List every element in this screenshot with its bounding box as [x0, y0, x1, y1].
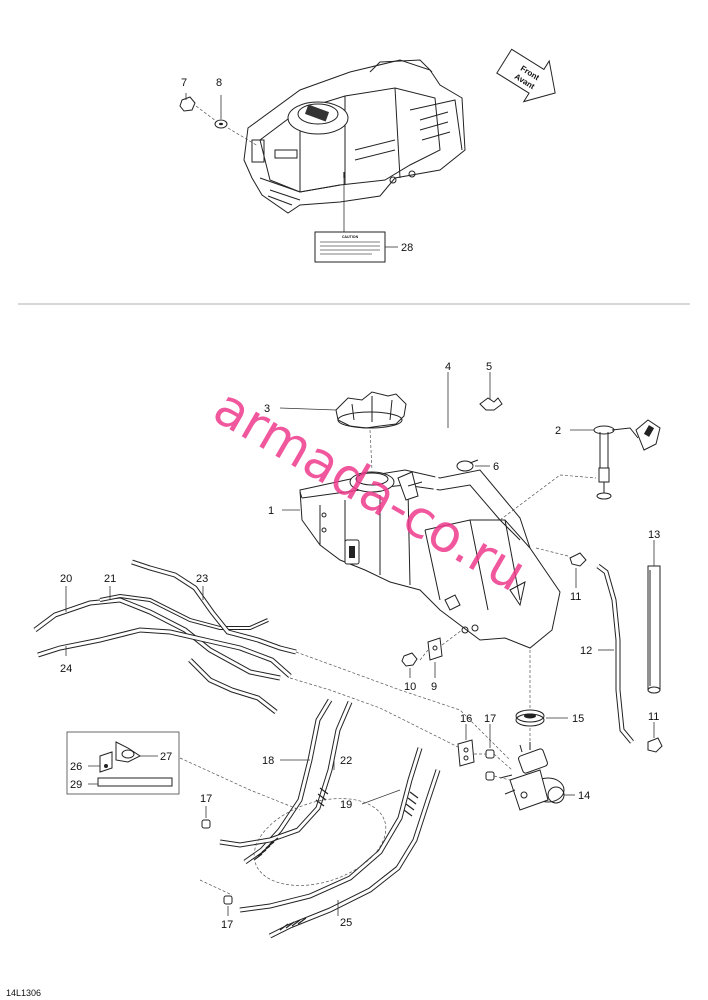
caution-heading: CAUTION — [342, 235, 359, 239]
callout-28: 28 — [401, 242, 413, 254]
elbow-fitting-lower-part — [647, 722, 663, 753]
callout-5: 5 — [486, 361, 492, 373]
fuel-tank-part — [299, 469, 561, 649]
callout-8: 8 — [216, 77, 222, 89]
nut-part — [401, 652, 418, 678]
callout-16: 16 — [460, 713, 472, 725]
fuel-level-sensor-part — [593, 419, 661, 500]
grommet-part — [485, 724, 495, 781]
diagram-code: 14L1306 — [6, 988, 41, 998]
fuel-cap-part — [335, 391, 407, 429]
vent-hose-part — [433, 372, 481, 491]
callout-18: 18 — [262, 755, 274, 767]
callout-25: 25 — [340, 917, 352, 929]
fuel-pump-part — [499, 742, 565, 811]
callout-12: 12 — [580, 645, 592, 657]
callout-4: 4 — [445, 361, 451, 373]
fuel-line-part — [596, 564, 634, 744]
callout-11-upper: 11 — [570, 591, 581, 603]
callout-17-c: 17 — [221, 919, 233, 931]
callout-22: 22 — [340, 755, 352, 767]
callout-14: 14 — [578, 790, 590, 802]
rubber-damper-part — [515, 709, 545, 727]
callout-10: 10 — [404, 681, 416, 693]
callout-17-b: 17 — [200, 793, 212, 805]
front-direction-arrow: Front Avant — [496, 48, 556, 103]
fuel-hose-set-upper — [33, 559, 297, 714]
callout-6: 6 — [493, 461, 499, 473]
callout-24: 24 — [60, 663, 72, 675]
vent-fitting-part — [479, 372, 503, 411]
pump-bracket-part — [457, 724, 475, 767]
callout-17-a: 17 — [484, 713, 496, 725]
detail-box — [66, 731, 180, 795]
callout-29: 29 — [70, 779, 82, 791]
caution-label-part: CAUTION — [314, 178, 398, 263]
grommet-left-part — [201, 806, 211, 829]
callout-9: 9 — [431, 681, 437, 693]
fuel-hose-set-lower — [219, 698, 441, 939]
callout-21: 21 — [104, 573, 116, 585]
callout-13: 13 — [648, 529, 660, 541]
bolt-part — [179, 93, 196, 112]
hose-clamp-part — [456, 459, 479, 472]
callout-15: 15 — [572, 713, 584, 725]
callout-27: 27 — [160, 751, 172, 763]
callout-2: 2 — [555, 425, 561, 437]
elbow-fitting-part — [569, 552, 587, 588]
callout-23: 23 — [196, 573, 208, 585]
callout-20: 20 — [60, 573, 72, 585]
callout-11-lower: 11 — [648, 711, 659, 723]
callout-1: 1 — [268, 505, 274, 517]
callout-7-top: 7 — [181, 77, 187, 89]
callout-3: 3 — [264, 403, 270, 415]
tank-assembly-overview — [243, 59, 466, 214]
washer-part — [214, 95, 228, 129]
callout-19: 19 — [340, 799, 352, 811]
grommet-bottom-part — [223, 895, 233, 916]
mounting-clip-part — [427, 637, 443, 678]
callout-26: 26 — [70, 761, 82, 773]
hose-sleeve-part — [647, 540, 661, 694]
